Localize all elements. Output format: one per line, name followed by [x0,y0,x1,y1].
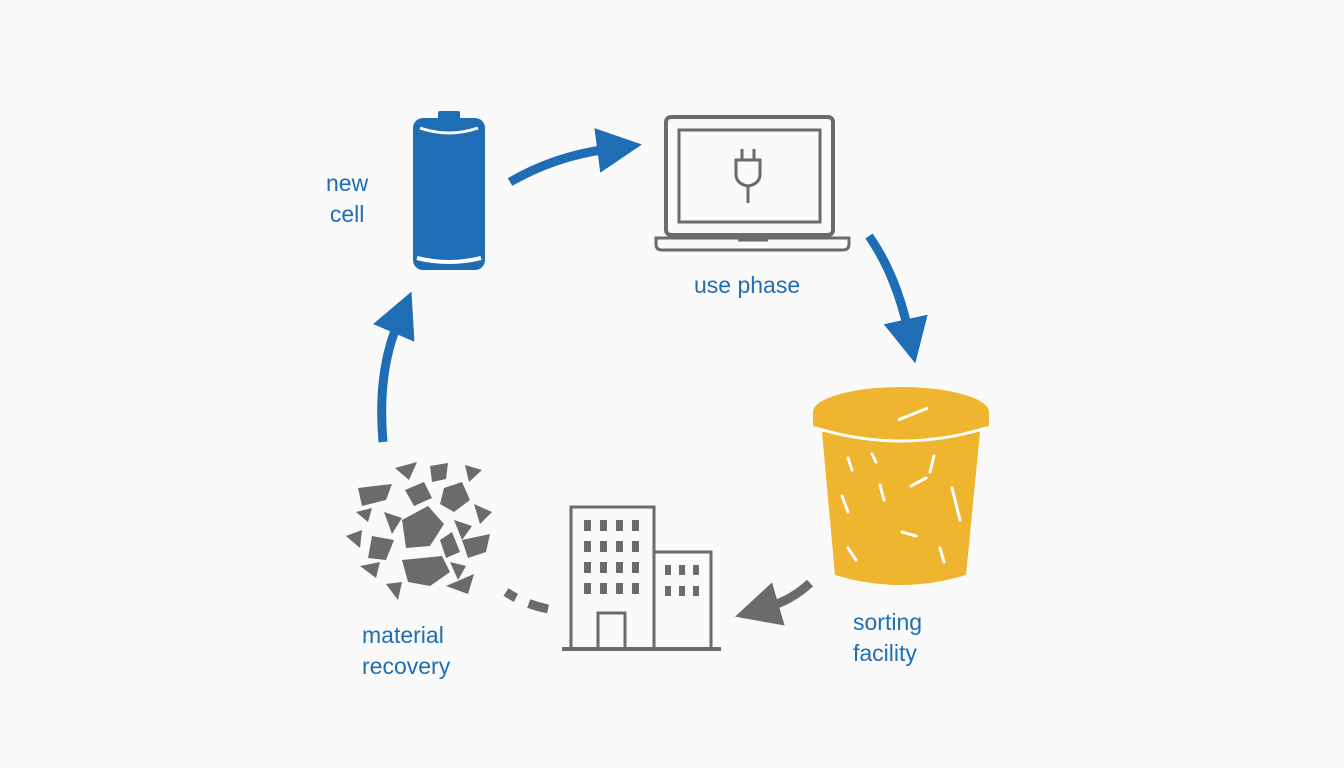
connector-new-cell-to-use-phase [507,128,642,186]
connector-use-phase-to-sorting [865,233,928,364]
label-new-cell-line2: cell [329,201,365,227]
battery-icon [413,111,485,270]
connector-facility-to-recovery-dashed [503,588,549,614]
shredded-fragments-icon [346,462,492,600]
label-material-recovery-line1: material [362,622,444,648]
label-sorting-facility-line1: sorting [853,609,923,635]
facility-building-icon [562,505,721,651]
label-material-recovery: material recovery [362,620,450,682]
label-sorting-facility-line2: facility [853,640,917,666]
laptop-plug-icon [654,115,851,252]
connector-sorting-to-facility [735,579,814,626]
label-new-cell-line1: new [326,170,369,196]
plug-icon [734,149,762,203]
label-material-recovery-line2: recovery [362,653,451,679]
label-sorting-facility: sorting facility [853,607,922,669]
label-use-phase-line1: use phase [694,272,801,298]
label-use-phase: use phase [694,270,800,301]
label-new-cell: new cell [326,168,368,230]
connector-recovery-to-new-cell [373,291,415,443]
bin-icon [813,387,989,585]
